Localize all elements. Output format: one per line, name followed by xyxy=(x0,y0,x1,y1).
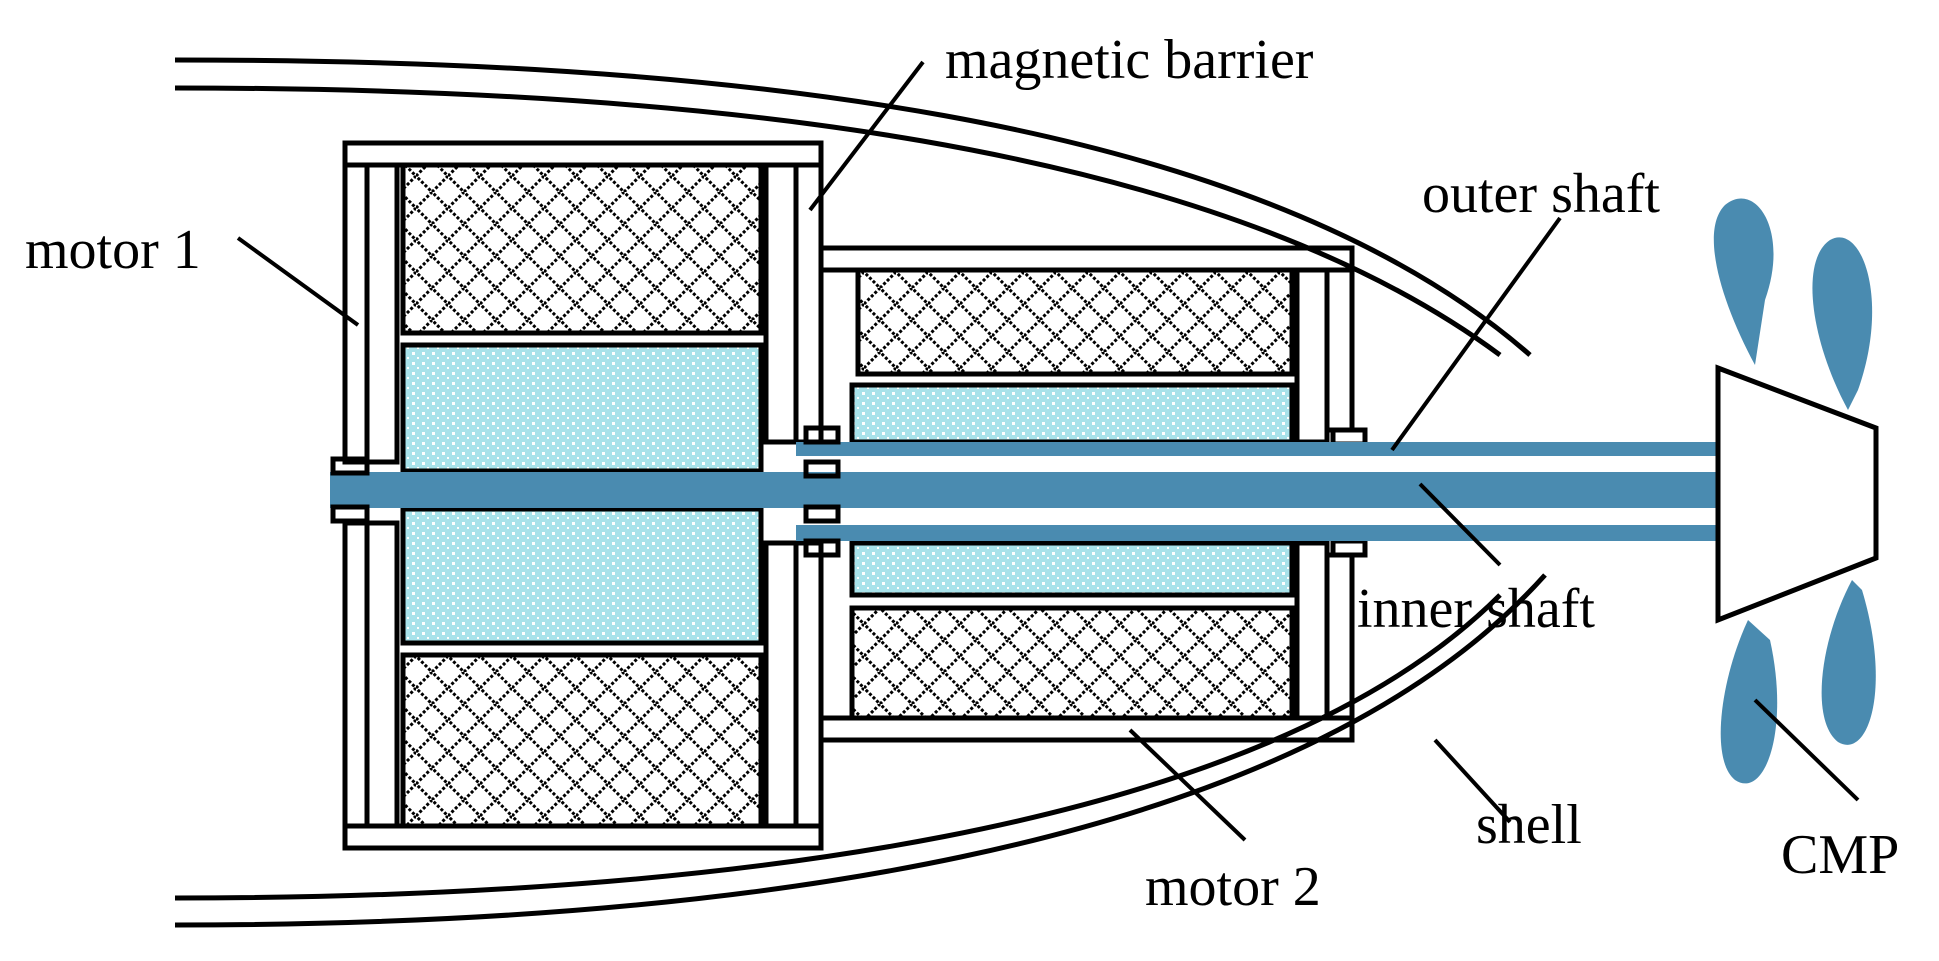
motor-2 xyxy=(818,245,1368,743)
motor-1-winding-top xyxy=(400,162,764,336)
cmp-propeller xyxy=(1713,198,1879,784)
shell xyxy=(174,57,1547,928)
motor-2-magnet-bottom xyxy=(849,540,1295,598)
outer-shaft xyxy=(796,442,1718,541)
label-shell: shell xyxy=(1476,794,1582,856)
label-magnetic-barrier: magnetic barrier xyxy=(945,29,1314,91)
label-outer-shaft: outer shaft xyxy=(1422,163,1660,225)
label-motor-1: motor 1 xyxy=(25,219,201,281)
motor-2-magnet-top xyxy=(849,382,1295,445)
label-cmp: CMP xyxy=(1781,824,1899,886)
bearings xyxy=(330,425,841,558)
label-inner-shaft: inner shaft xyxy=(1357,578,1595,640)
motor-2-winding-top xyxy=(855,267,1295,377)
motor-1-magnet-top xyxy=(400,342,764,474)
motor-1-winding-bottom xyxy=(400,652,764,829)
motor-1-magnet-bottom xyxy=(400,506,764,646)
inner-shaft xyxy=(330,472,1718,508)
motor-1 xyxy=(342,140,824,851)
leader-lines xyxy=(236,60,1860,842)
motor-2-winding-bottom xyxy=(849,605,1295,721)
label-motor-2: motor 2 xyxy=(1145,856,1321,918)
